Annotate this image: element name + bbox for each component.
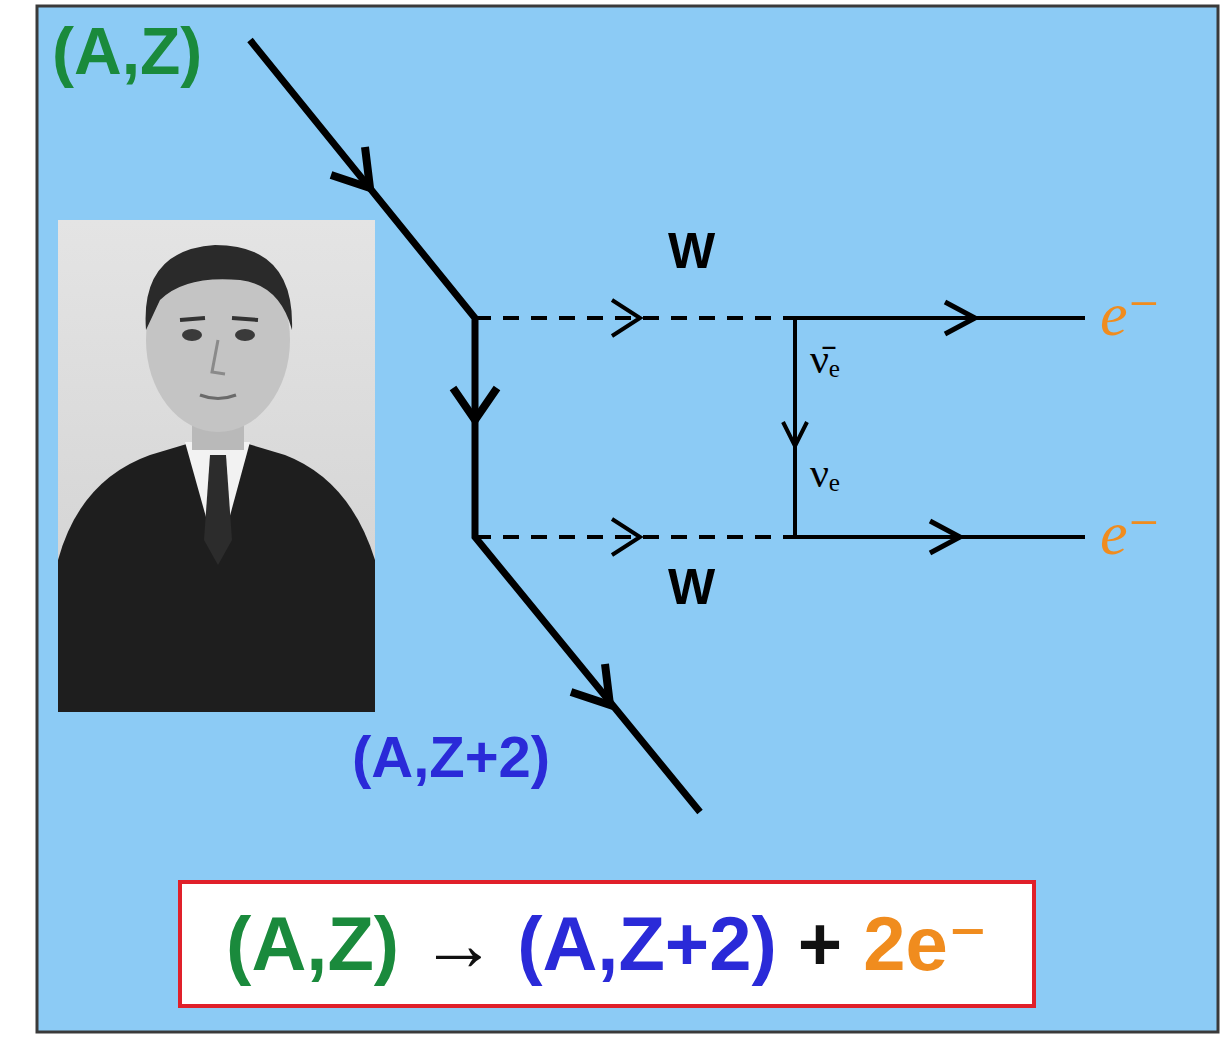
nucleus-label: (A,Z) (52, 18, 202, 84)
electron-label: e⁻ (1100, 283, 1160, 345)
tie-shape (204, 455, 232, 565)
arrow-head (930, 521, 960, 553)
arrow-head (612, 300, 640, 336)
arrow-head (331, 147, 370, 188)
label-holder: (A,Z+2) (352, 728, 550, 786)
label-holder: e⁻ (1100, 502, 1160, 564)
suit-shape (58, 440, 375, 712)
nucleus-line (250, 40, 700, 812)
background-panel (37, 6, 1218, 1032)
label-holder: e⁻ (1100, 283, 1160, 345)
neutrino-line (793, 318, 797, 537)
label-holder: W (668, 562, 715, 612)
label-holder: νₑ (810, 452, 840, 494)
arrow-head (453, 388, 497, 420)
equation-part: + (798, 906, 842, 982)
label-holder: (A,Z) (52, 18, 202, 84)
neutrino-label: ν̄ₑ (810, 338, 840, 380)
hair-shape (146, 245, 293, 330)
neutrino-label: νₑ (810, 452, 840, 494)
arrow-head (571, 664, 610, 705)
boson-label: W (668, 562, 715, 612)
boson-label: W (668, 226, 715, 276)
photo-ground (58, 220, 375, 712)
label-holder: W (668, 226, 715, 276)
portrait-photo (58, 220, 375, 712)
eye-shape (182, 329, 202, 341)
label-holder: ν̄ₑ (810, 338, 840, 380)
arrow-head (783, 422, 807, 446)
equation-part: → (420, 906, 496, 982)
nucleus-label: (A,Z+2) (352, 728, 550, 786)
electron-line (795, 316, 1085, 320)
equation-part: (A,Z) (226, 906, 399, 982)
arrow-head (612, 519, 640, 555)
eye-shape (235, 329, 255, 341)
equation-part: 2e⁻ (863, 906, 988, 982)
equation-part: (A,Z+2) (517, 906, 777, 982)
equation-box: (A,Z) → (A,Z+2) +2e⁻ (178, 880, 1036, 1008)
electron-line (795, 535, 1085, 539)
mouth-shape (200, 395, 236, 399)
electron-label: e⁻ (1100, 502, 1160, 564)
brow-shape (180, 318, 258, 320)
nose-shape (212, 340, 225, 374)
arrow-head (945, 302, 975, 334)
